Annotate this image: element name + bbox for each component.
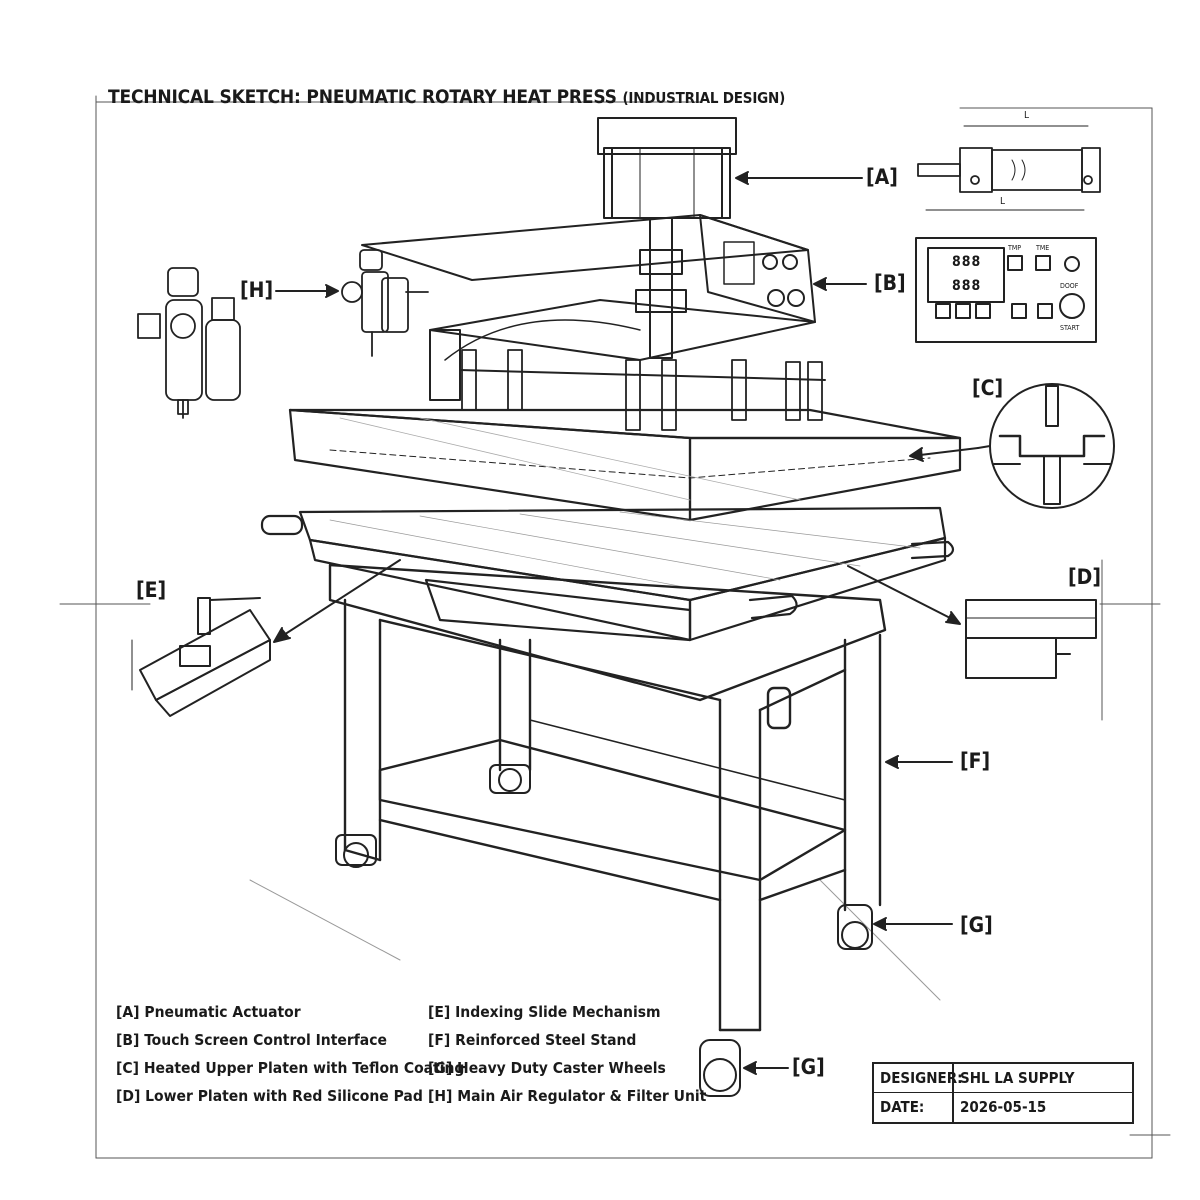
date-value: 2026-05-15 (960, 1098, 1047, 1116)
panel-display-bottom: 888 (952, 278, 982, 294)
drawing-title-main: TECHNICAL SKETCH: PNEUMATIC ROTARY HEAT … (108, 86, 617, 108)
drawing-title-sub: (INDUSTRIAL DESIGN) (622, 89, 786, 107)
regulator-filter-detail (137, 267, 241, 419)
actuator-dim-bottom: L (1000, 196, 1006, 207)
panel-display-top: 888 (952, 254, 982, 270)
slide-mechanism-detail (131, 597, 271, 717)
upper-heated-platen (288, 408, 962, 522)
panel-label-temp: TMP (1008, 244, 1022, 252)
air-regulator-on-press (341, 249, 429, 357)
designer-value: SHL LA SUPPLY (960, 1069, 1075, 1087)
callout-c-label: [C] (972, 376, 1004, 400)
legend-right: [E] Indexing Slide Mechanism [F] Reinfor… (428, 998, 706, 1110)
title-block: DESIGNER: SHL LA SUPPLY DATE: 2026-05-15 (872, 1062, 1134, 1124)
title-block-divider (952, 1064, 954, 1122)
pneumatic-actuator (597, 117, 737, 359)
callout-e-label: [E] (136, 578, 167, 602)
callout-f-label: [F] (960, 749, 991, 773)
actuator-dim-top: L (1024, 110, 1030, 121)
lower-platen-detail (965, 599, 1097, 679)
legend-item-b: [B] Touch Screen Control Interface (116, 1031, 387, 1049)
callout-g-label-lower: [G] (792, 1055, 825, 1079)
legend-item-a: [A] Pneumatic Actuator (116, 1003, 301, 1021)
designer-label: DESIGNER: (880, 1069, 963, 1087)
callout-h-label: [H] (240, 278, 274, 302)
legend-item-e: [E] Indexing Slide Mechanism (428, 1003, 661, 1021)
platen-coating-detail (989, 383, 1115, 509)
caster-wheels (335, 764, 873, 1097)
callout-leaders (273, 171, 991, 1075)
panel-label-start: START (1060, 324, 1080, 332)
actuator-detail-drawing (917, 125, 1101, 211)
drawing-title: TECHNICAL SKETCH: PNEUMATIC ROTARY HEAT … (108, 86, 785, 108)
title-block-designer-row: DESIGNER: SHL LA SUPPLY (874, 1064, 1132, 1093)
callout-g-label-upper: [G] (960, 913, 993, 937)
steel-stand (328, 563, 887, 1032)
press-head-frame (361, 214, 816, 401)
legend-item-h: [H] Main Air Regulator & Filter Unit (428, 1087, 707, 1105)
callout-b-label: [B] (874, 271, 906, 295)
drafting-frame (59, 95, 1171, 1159)
callout-a-label: [A] (866, 165, 898, 189)
date-label: DATE: (880, 1098, 925, 1116)
lower-platen (260, 506, 955, 642)
panel-label-power: DOOF (1060, 282, 1079, 290)
legend-item-f: [F] Reinforced Steel Stand (428, 1031, 637, 1049)
callout-d-label: [D] (1068, 565, 1101, 589)
legend-item-g: [G] Heavy Duty Caster Wheels (428, 1059, 666, 1077)
spring-posts (459, 349, 826, 431)
title-block-date-row: DATE: 2026-05-15 (874, 1093, 1132, 1121)
panel-label-time: TME (1036, 244, 1050, 252)
control-panel-detail (915, 237, 1097, 343)
legend-item-d: [D] Lower Platen with Red Silicone Pad (116, 1087, 423, 1105)
legend-item-c: [C] Heated Upper Platen with Teflon Coat… (116, 1059, 465, 1077)
legend-left: [A] Pneumatic Actuator [B] Touch Screen … (116, 998, 464, 1110)
